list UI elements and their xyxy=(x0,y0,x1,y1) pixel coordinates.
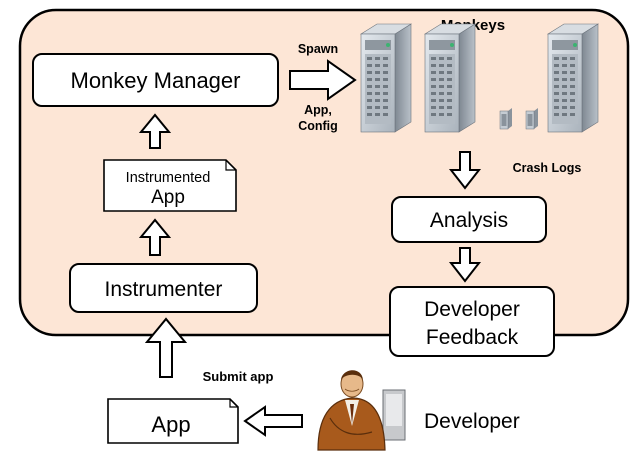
analysis-label: Analysis xyxy=(430,209,508,232)
small-server-icon xyxy=(499,107,513,130)
server-icon xyxy=(360,23,412,133)
server-icon xyxy=(424,23,476,133)
server-icon xyxy=(547,23,599,133)
down-arrow-to-feedback xyxy=(448,247,482,283)
instrumented-app-label-line1: Instrumented xyxy=(126,170,211,186)
app-node xyxy=(107,398,239,444)
crash-logs-arrow xyxy=(448,151,482,190)
instrumented-app-label-line2: App xyxy=(151,187,185,208)
instrumented-app-node xyxy=(103,159,237,212)
developer-label: Developer xyxy=(424,410,520,433)
developer-feedback-label-line2: Feedback xyxy=(426,326,519,349)
app-label: App xyxy=(151,412,190,437)
small-server-icon xyxy=(525,107,539,130)
developer-feedback-label-line1: Developer xyxy=(424,298,520,321)
developer-person-icon xyxy=(317,370,406,451)
app-config-label-line1: App, xyxy=(304,103,332,117)
instrumenter-label: Instrumenter xyxy=(105,278,223,301)
developer-feedback-node xyxy=(389,286,555,357)
submit-app-label: Submit app xyxy=(203,369,274,384)
crash-logs-label: Crash Logs xyxy=(513,161,582,175)
up-arrow-to-manager xyxy=(138,113,172,149)
submit-app-arrow xyxy=(144,317,188,378)
left-arrow-to-app xyxy=(243,405,303,437)
monkey-manager-node xyxy=(32,53,279,107)
spawn-label: Spawn xyxy=(298,42,338,56)
analysis-node xyxy=(391,196,547,243)
up-arrow-to-instrumented-app xyxy=(138,218,172,256)
spawn-arrow xyxy=(289,59,357,101)
instrumenter-node xyxy=(69,263,258,313)
app-config-label-line2: Config xyxy=(298,119,338,133)
monkey-manager-label: Monkey Manager xyxy=(71,68,241,93)
